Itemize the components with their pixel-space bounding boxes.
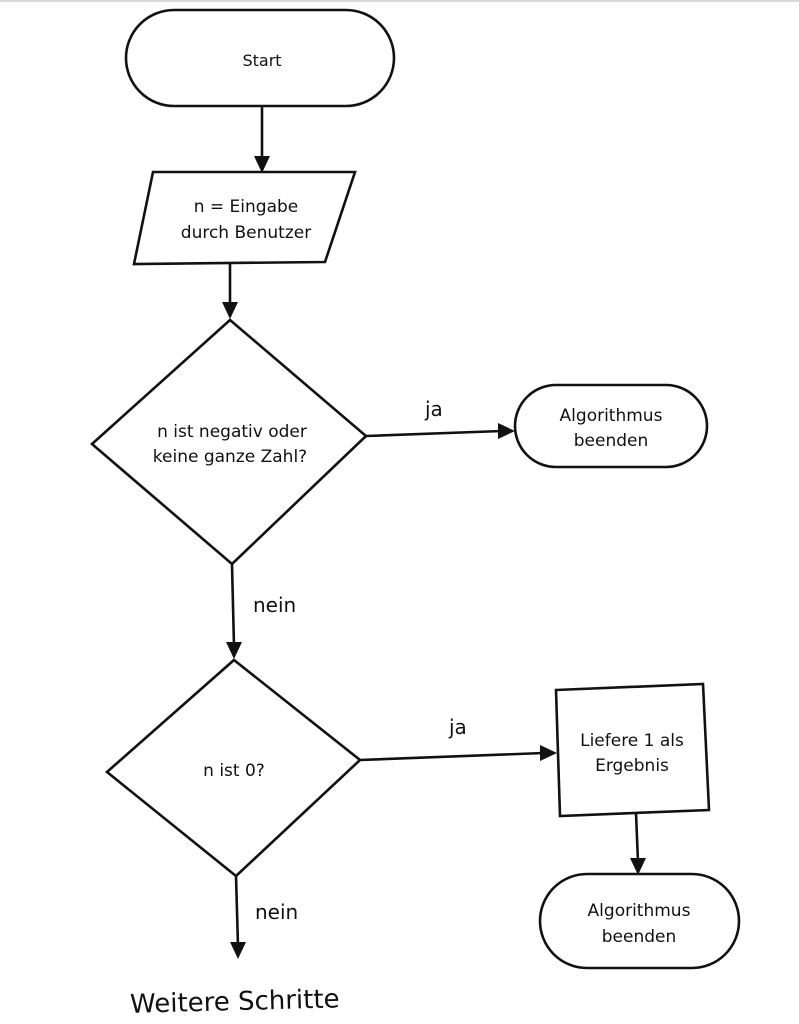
arrowhead-decision1-no <box>226 642 242 659</box>
decision1-label-line-2: keine ganze Zahl? <box>153 447 307 467</box>
decision2-no-label: nein <box>255 900 298 924</box>
arrowhead-decision2-no <box>230 942 246 959</box>
process1-box <box>554 682 711 818</box>
edge-decision1-no <box>230 563 236 647</box>
decision2-yes-label: ja <box>448 715 467 739</box>
end2-label-line-1: Algorithmus <box>588 901 691 921</box>
further-steps-text: Weitere Schritte <box>130 984 340 1019</box>
input-label-line-2: durch Benutzer <box>181 223 311 243</box>
decision1-no-label: nein <box>253 593 296 617</box>
input-parallelogram <box>132 170 357 266</box>
edge-decision1-yes <box>365 429 503 438</box>
end1-label-line-2: beenden <box>574 431 649 451</box>
decision1-yes-label: ja <box>424 397 443 421</box>
decision2-label: n ist 0? <box>203 761 265 781</box>
arrowhead-input-to-decision1 <box>222 302 238 319</box>
decision1-diamond <box>90 318 368 566</box>
end1-terminal <box>513 383 709 469</box>
decision1-label-line-1: n ist negativ oder <box>157 422 307 442</box>
page-edge <box>0 0 799 2</box>
input-label-line-1: n = Eingabe <box>194 197 299 217</box>
process1-label-line-2: Ergebnis <box>595 756 669 776</box>
end2-terminal <box>538 872 741 970</box>
start-label: Start <box>242 51 281 70</box>
edge-decision2-no <box>234 875 240 947</box>
end2-label-line-2: beenden <box>602 927 677 947</box>
arrowhead-decision1-yes <box>498 423 515 439</box>
edge-process1-to-end2 <box>634 812 640 863</box>
end1-label-line-1: Algorithmus <box>560 406 663 426</box>
start-terminal <box>124 8 396 108</box>
arrowhead-process1-to-end2 <box>630 858 646 875</box>
arrowhead-start-to-input <box>254 156 270 173</box>
arrowhead-decision2-yes <box>540 745 557 761</box>
edge-decision2-yes <box>359 751 545 762</box>
process1-label-line-1: Liefere 1 als <box>580 731 684 751</box>
